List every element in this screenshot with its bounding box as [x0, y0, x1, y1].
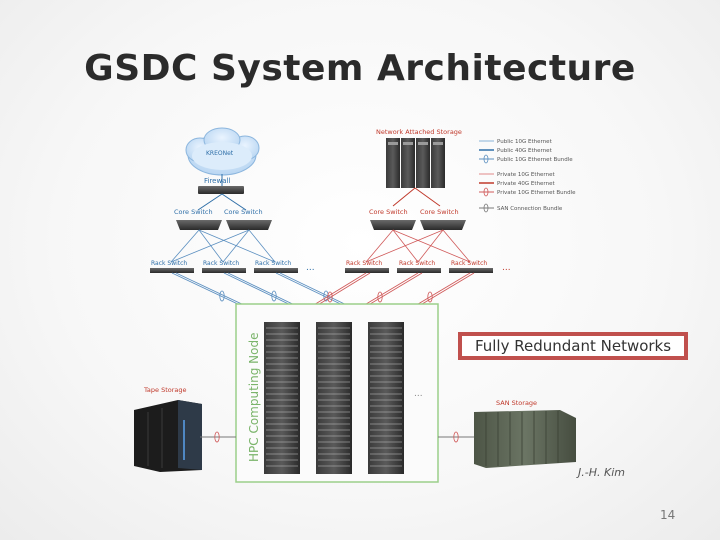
core-switch	[420, 220, 466, 230]
san-storage: SAN Storage	[438, 399, 576, 468]
rack-switch	[345, 268, 389, 273]
core-switch-label: Core Switch	[174, 208, 213, 216]
core-switch	[370, 220, 416, 230]
nas-label: Network Attached Storage	[376, 128, 462, 136]
rack-switch-label: Rack Switch	[451, 260, 487, 267]
legend-label: Public 10G Ethernet	[497, 139, 553, 145]
slide-title: GSDC System Architecture	[84, 48, 636, 89]
firewall: Firewall	[198, 174, 244, 194]
rack-switch-label: Rack Switch	[255, 260, 291, 267]
legend-label: Public 40G Ethernet	[497, 148, 553, 154]
tape-storage: Tape Storage	[134, 386, 236, 472]
rack-switch-label: Rack Switch	[203, 260, 239, 267]
public-core-switches: Core Switch Core Switch	[174, 193, 272, 230]
core-switch	[226, 220, 272, 230]
legend-label: Private 10G Ethernet	[497, 172, 555, 178]
rack-switch	[202, 268, 246, 273]
author-credit: J.-H. Kim	[578, 466, 625, 479]
cloud-label: KREONet	[206, 150, 234, 157]
rack-switch	[150, 268, 194, 273]
private-core-switches: Core Switch Core Switch	[369, 208, 466, 230]
rack-switch	[397, 268, 441, 273]
legend-label: SAN Connection Bundle	[497, 206, 563, 212]
legend-label: Private 10G Ethernet Bundle	[497, 190, 576, 196]
kreonet-cloud: KREONet	[185, 127, 260, 176]
firewall-label: Firewall	[204, 177, 230, 185]
redundancy-callout: Fully Redundant Networks	[458, 332, 688, 360]
rack-switch-label: Rack Switch	[346, 260, 382, 267]
hpc-rack	[264, 322, 300, 474]
legend-label: Public 10G Ethernet Bundle	[497, 157, 573, 163]
legend: Public 10G Ethernet Public 40G Ethernet …	[479, 139, 576, 213]
core-switch-label: Core Switch	[224, 208, 263, 216]
hpc-rack	[368, 322, 404, 474]
san-label: SAN Storage	[496, 399, 537, 407]
rack-switch	[449, 268, 493, 273]
callout-text: Fully Redundant Networks	[462, 336, 684, 356]
ellipsis: ...	[414, 389, 423, 399]
hpc-label: HPC Computing Node	[247, 333, 261, 462]
public-core-rack-links	[170, 229, 276, 263]
private-core-rack-links	[365, 229, 471, 263]
core-switch-label: Core Switch	[369, 208, 408, 216]
rack-switch-label: Rack Switch	[151, 260, 187, 267]
hpc-rack	[316, 322, 352, 474]
core-switch	[176, 220, 222, 230]
rack-switch	[254, 268, 298, 273]
legend-label: Private 40G Ethernet	[497, 181, 555, 187]
tape-label: Tape Storage	[143, 386, 187, 394]
page-number: 14	[660, 508, 676, 522]
network-attached-storage: Network Attached Storage	[376, 128, 462, 207]
core-switch-label: Core Switch	[420, 208, 459, 216]
ellipsis: ...	[502, 263, 511, 273]
hpc-racks	[264, 322, 404, 474]
ellipsis: ...	[306, 263, 315, 273]
rack-switches: Rack Switch Rack Switch Rack Switch ... …	[150, 260, 511, 273]
rack-switch-label: Rack Switch	[399, 260, 435, 267]
